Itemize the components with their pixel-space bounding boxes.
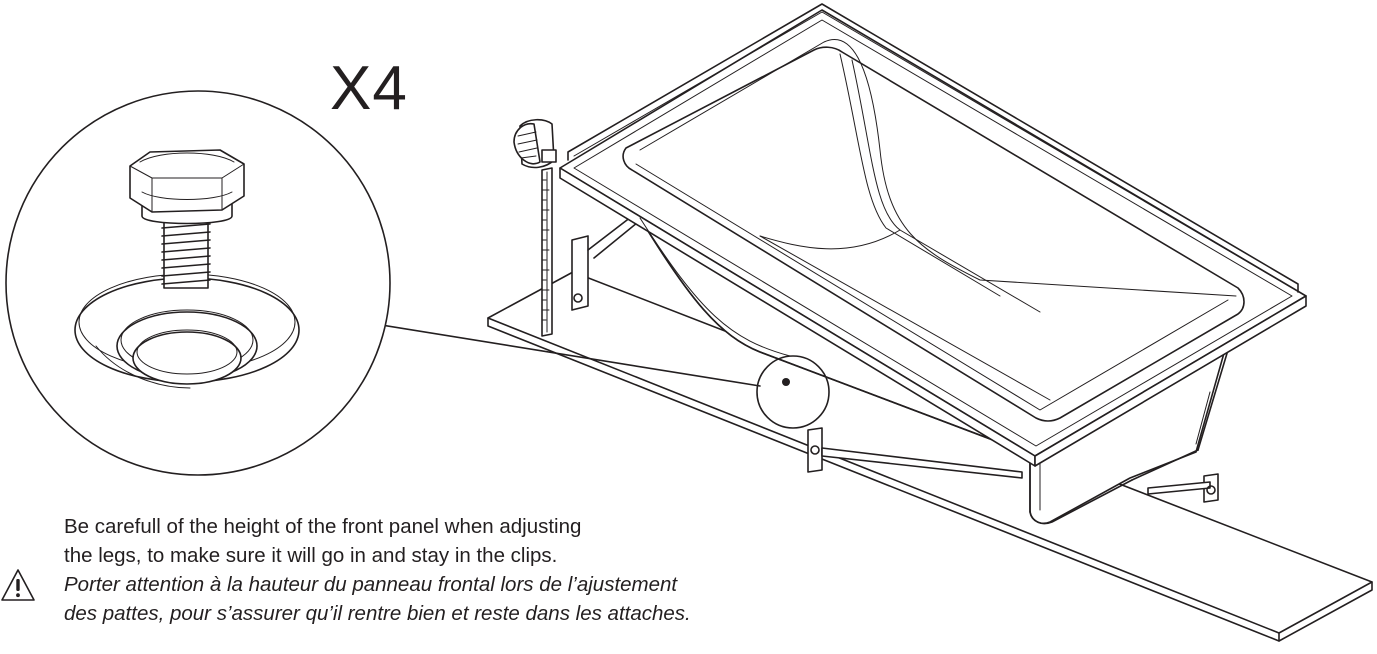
warning-text: Be carefull of the height of the front p… bbox=[64, 512, 691, 628]
tape-measure-icon bbox=[513, 118, 557, 337]
adjustable-leg-foot-icon bbox=[74, 149, 300, 389]
support-brackets bbox=[571, 209, 1219, 503]
warning-triangle-icon bbox=[1, 569, 35, 601]
quantity-label: X4 bbox=[330, 54, 408, 123]
warning-fr-line-2: des pattes, pour s’assurer qu’il rentre … bbox=[64, 602, 691, 625]
bathtub-icon bbox=[559, 3, 1307, 525]
warning-fr-line-1: Porter attention à la hauteur du panneau… bbox=[64, 573, 678, 596]
warning-en-line-1: Be carefull of the height of the front p… bbox=[64, 515, 582, 538]
warning-en-line-2: the legs, to make sure it will go in and… bbox=[64, 544, 558, 567]
